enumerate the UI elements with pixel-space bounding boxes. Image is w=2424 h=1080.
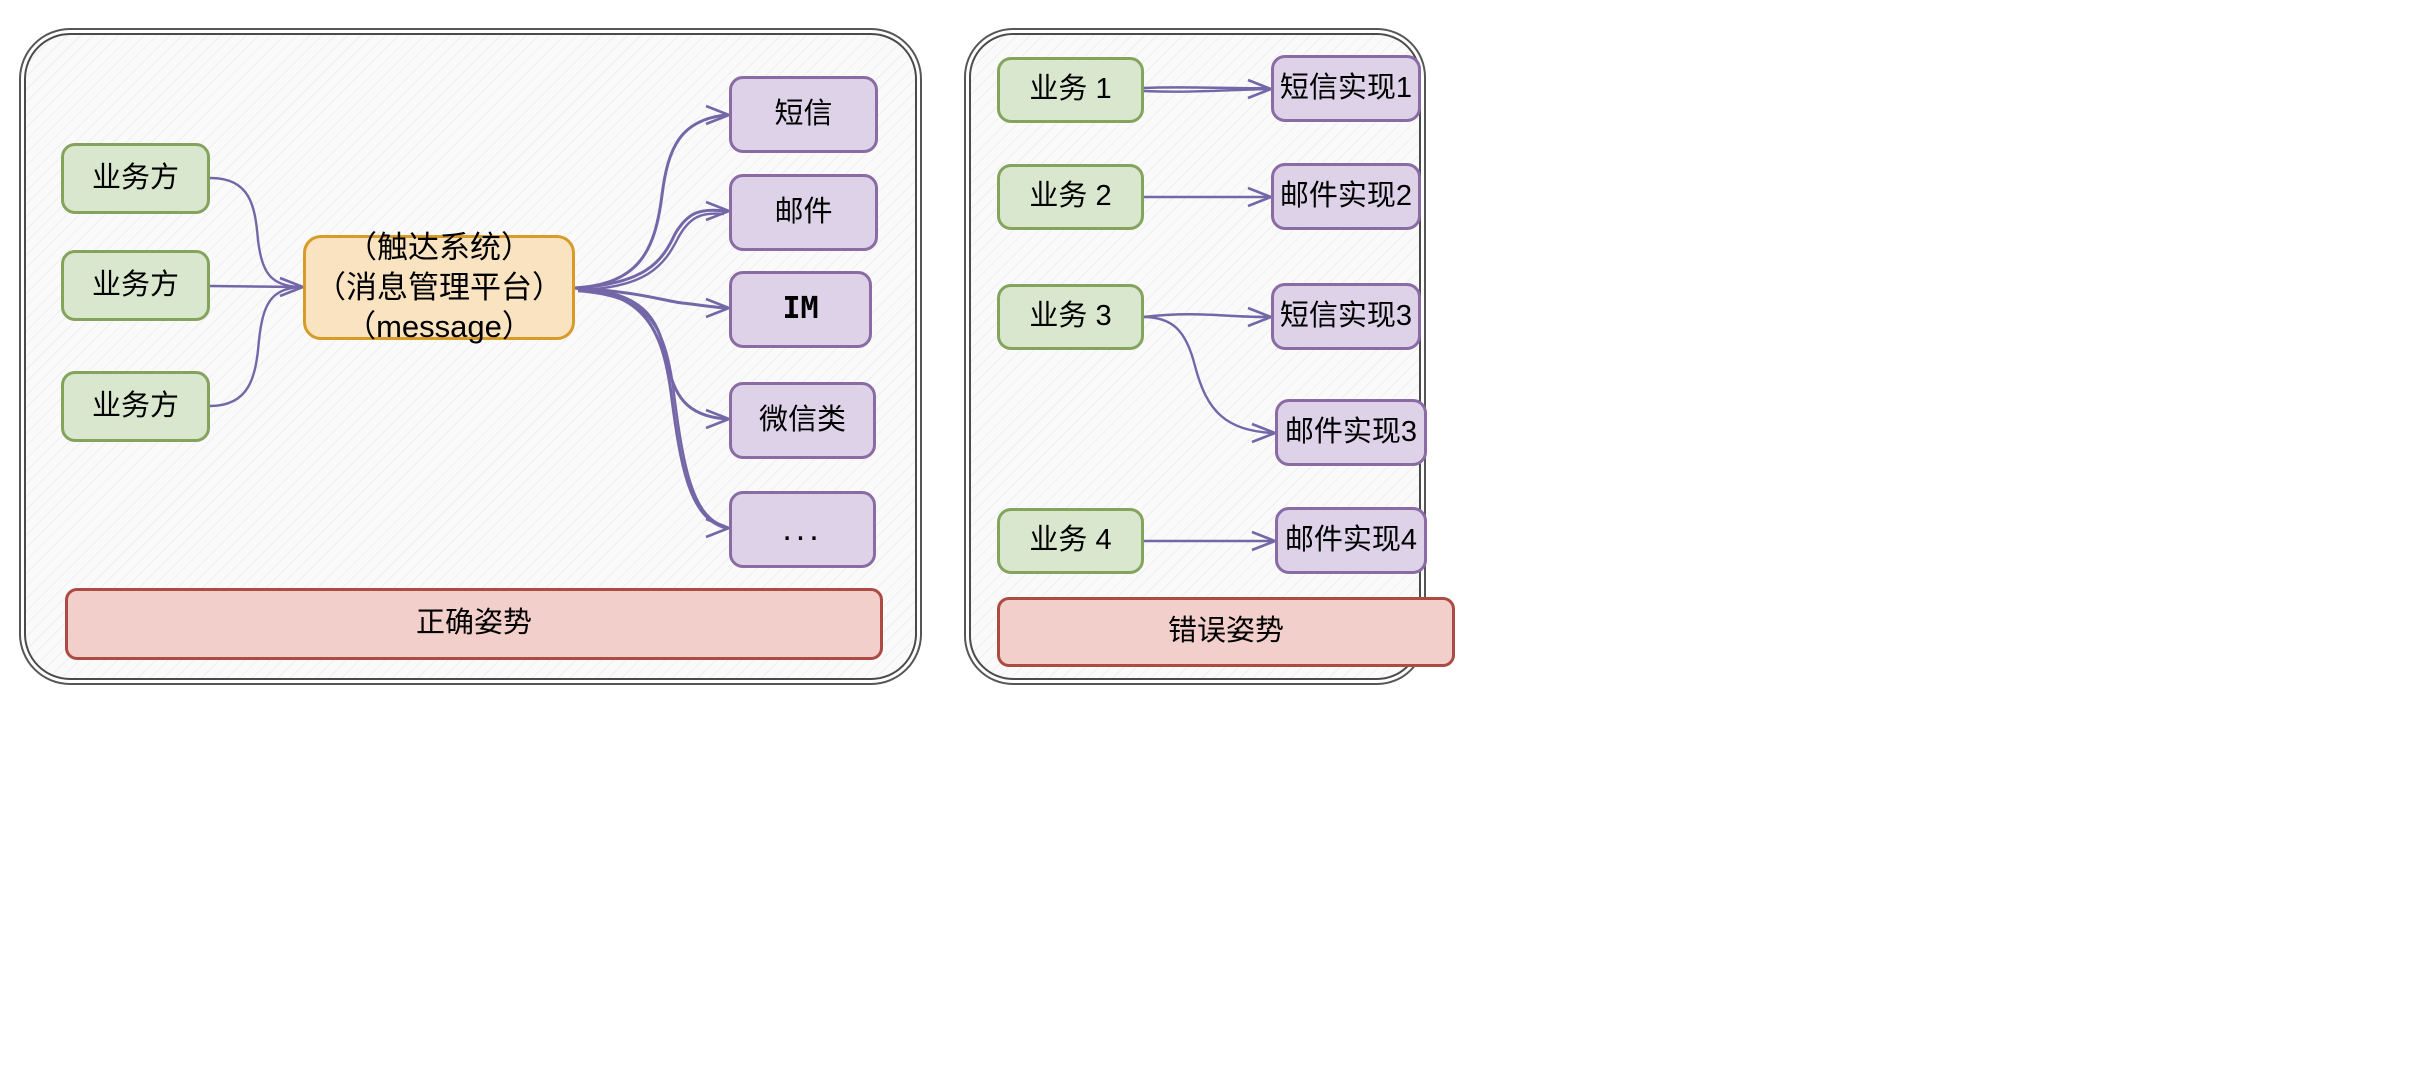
banner-label: 错误姿势 — [1167, 615, 1284, 648]
channel-node[interactable]: 微信类 — [729, 382, 876, 459]
business-node[interactable]: 业务 2 — [997, 164, 1144, 230]
source-node[interactable]: 业务方 — [61, 143, 210, 214]
node-label: 业务 3 — [1029, 300, 1112, 333]
node-label: ... — [782, 509, 823, 548]
hub-line-3: （message） — [345, 309, 533, 345]
implementation-node[interactable]: 短信实现3 — [1271, 283, 1421, 350]
correct-approach-banner: 正确姿势 — [65, 588, 883, 660]
implementation-node[interactable]: 邮件实现3 — [1275, 399, 1427, 466]
hub-line-1: （触达系统） — [346, 230, 532, 265]
node-label: 业务 4 — [1029, 524, 1112, 557]
channel-node[interactable]: 短信 — [729, 76, 878, 153]
message-hub-node[interactable]: （触达系统） （消息管理平台） （message） — [303, 230, 575, 344]
node-label: 短信 — [774, 97, 833, 130]
channel-node[interactable]: 邮件 — [729, 174, 878, 251]
business-node[interactable]: 业务 1 — [997, 57, 1144, 123]
implementation-node[interactable]: 邮件实现4 — [1275, 507, 1427, 574]
business-node[interactable]: 业务 3 — [997, 284, 1144, 350]
node-label: 短信实现3 — [1279, 299, 1413, 332]
channel-node[interactable]: ... — [729, 491, 876, 568]
wrong-approach-panel — [969, 33, 1421, 680]
channel-node[interactable]: IM — [729, 271, 872, 348]
node-label: 业务方 — [91, 268, 179, 301]
banner-label: 正确姿势 — [415, 607, 532, 640]
implementation-node[interactable]: 邮件实现2 — [1271, 163, 1421, 230]
source-node[interactable]: 业务方 — [61, 250, 210, 321]
node-label: 邮件实现2 — [1279, 179, 1413, 212]
node-label: 业务方 — [91, 389, 179, 422]
wrong-approach-banner: 错误姿势 — [997, 597, 1455, 667]
node-label: 业务 1 — [1029, 73, 1112, 106]
implementation-node[interactable]: 短信实现1 — [1271, 55, 1421, 122]
node-label: 邮件实现4 — [1284, 523, 1418, 556]
hub-line-2: （消息管理平台） — [315, 269, 563, 305]
node-label: 微信类 — [758, 403, 846, 436]
node-label: 业务方 — [91, 161, 179, 194]
node-label: 短信实现1 — [1279, 71, 1413, 104]
node-label: 业务 2 — [1029, 180, 1112, 213]
node-label: 邮件 — [774, 195, 833, 228]
node-label: IM — [782, 291, 819, 327]
source-node[interactable]: 业务方 — [61, 371, 210, 442]
business-node[interactable]: 业务 4 — [997, 508, 1144, 574]
node-label: 邮件实现3 — [1284, 415, 1418, 448]
